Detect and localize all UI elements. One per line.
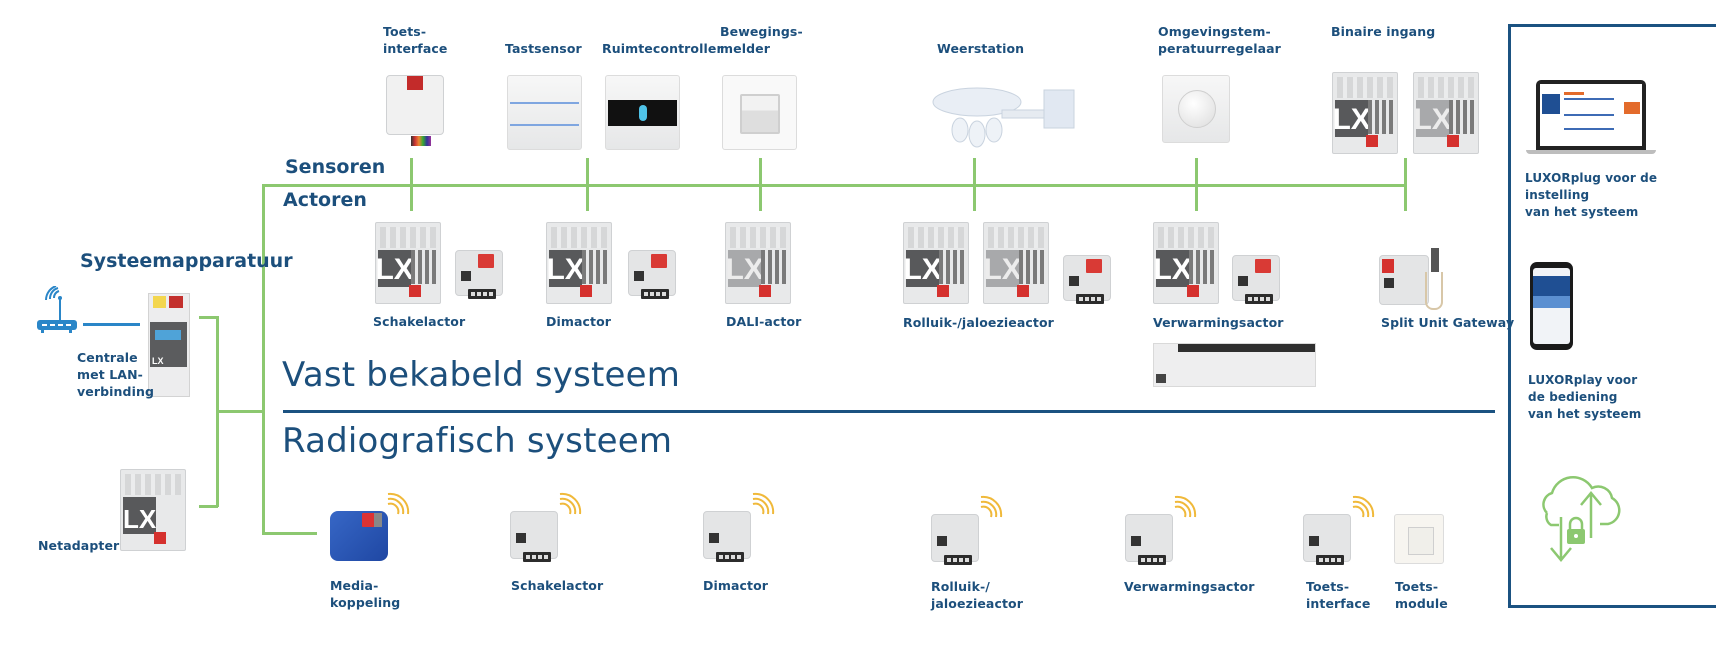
sensors-bus-label: Sensoren (285, 156, 386, 178)
main-trunk-vertical (262, 184, 265, 535)
actuator-blind-flush[interactable] (1063, 255, 1111, 304)
radio-device-label: Rolluik-/ jaloezieactor (931, 579, 1023, 611)
sensor-label: Weerstation (937, 41, 1025, 56)
radio-branch-horizontal (262, 532, 317, 535)
central-unit-device[interactable]: LX (148, 293, 190, 397)
radio-device-label: Toets- module (1395, 579, 1448, 611)
actuator-label: DALI-actor (726, 314, 802, 329)
sensor-motion-detector[interactable] (722, 75, 797, 150)
sensor-label: Ruimtecontroller (602, 41, 723, 56)
radio-wave-icon (559, 492, 582, 515)
actuator-heating-flush[interactable] (1232, 255, 1280, 304)
lan-cable-line (83, 323, 140, 326)
system-bracket-connector (216, 410, 264, 413)
actuator-switch-flush[interactable] (455, 250, 503, 299)
actuator-label: Rolluik-/jaloezieactor (903, 315, 1054, 330)
actuator-split-unit-gateway[interactable] (1379, 255, 1429, 305)
sensor-label: Omgevingstem- peratuurregelaar (1158, 24, 1281, 56)
drop-line (759, 158, 762, 211)
section-divider (283, 410, 1495, 413)
bus-line-horizontal (263, 184, 1407, 187)
split-unit-cable-loop (1425, 272, 1443, 310)
sensor-temperature-controller[interactable] (1162, 75, 1230, 143)
luxorplay-phone-image[interactable] (1530, 262, 1573, 350)
drop-line (1195, 158, 1198, 211)
radio-device-label: Media- koppeling (330, 578, 401, 610)
cloud-secure-sync-icon (1542, 476, 1621, 562)
drop-line (1404, 158, 1407, 211)
sensor-label: Bewegings- melder (720, 24, 803, 56)
sensor-button-interface[interactable] (386, 75, 444, 146)
actuator-label: Dimactor (546, 314, 612, 329)
radio-button-interface[interactable] (1303, 514, 1351, 565)
actuator-switch-din[interactable]: LX (375, 222, 441, 304)
software-panel (1508, 24, 1716, 608)
radio-switch-actuator[interactable] (510, 511, 558, 562)
radio-device-label: Dimactor (703, 578, 769, 593)
power-adapter-label: Netadapter (38, 538, 120, 553)
radio-wave-icon (1174, 495, 1197, 518)
system-equipment-title: Systeemapparatuur (80, 250, 293, 272)
split-unit-cable (1431, 248, 1439, 272)
sensor-binary-input-2[interactable]: LX (1413, 72, 1479, 154)
radio-button-module[interactable] (1394, 514, 1444, 564)
drop-line (973, 158, 976, 211)
actuators-bus-label: Actoren (283, 189, 367, 211)
sensor-label: Tastsensor (505, 41, 582, 56)
actuator-dimmer-flush[interactable] (628, 250, 676, 299)
radio-blind-actuator[interactable] (931, 514, 979, 565)
luxorplug-label: LUXORplug voor de instelling van het sys… (1525, 171, 1658, 219)
sensor-label: Toets- interface (383, 24, 448, 56)
radio-wave-icon (1352, 495, 1375, 518)
radio-heating-actuator[interactable] (1125, 514, 1173, 565)
radio-wave-icon (752, 492, 775, 515)
actuator-dimmer-din[interactable]: LX (546, 222, 612, 304)
sensor-push-button[interactable] (507, 75, 582, 150)
actuator-heating-strip[interactable] (1153, 343, 1316, 387)
sensor-room-controller[interactable] (605, 75, 680, 150)
actuator-blind-din[interactable]: LX (903, 222, 969, 304)
actuator-label: Verwarmingsactor (1153, 315, 1284, 330)
radio-device-label: Verwarmingsactor (1124, 579, 1255, 594)
actuator-dali-din[interactable]: LX (725, 222, 791, 304)
central-unit-label: Centrale met LAN- verbinding (77, 350, 155, 399)
drop-line (586, 158, 589, 211)
wired-system-title: Vast bekabeld systeem (282, 355, 681, 395)
actuator-label: Schakelactor (373, 314, 466, 329)
radio-system-title: Radiografisch systeem (282, 421, 673, 461)
sensor-weather-station[interactable] (932, 80, 1082, 150)
actuator-blind-din-2[interactable]: LX (983, 222, 1049, 304)
radio-wave-icon (980, 495, 1003, 518)
radio-dimmer-actuator[interactable] (703, 511, 751, 562)
router-wifi-icon (37, 286, 77, 333)
system-bracket-top (199, 316, 218, 319)
actuator-label: Split Unit Gateway (1381, 315, 1515, 330)
radio-wave-icon (387, 492, 410, 515)
drop-line (410, 158, 413, 211)
luxorplay-label: LUXORplay voor de bediening van het syst… (1528, 373, 1642, 421)
power-adapter-device[interactable]: LX (120, 469, 186, 551)
radio-media-coupling[interactable] (330, 511, 388, 561)
actuator-heating-din[interactable]: LX (1153, 222, 1219, 304)
radio-device-label: Toets- interface (1306, 579, 1371, 611)
radio-device-label: Schakelactor (511, 578, 604, 593)
sensor-label: Binaire ingang (1331, 24, 1436, 39)
system-bracket-bottom (199, 505, 218, 508)
luxorplug-laptop-image[interactable] (1526, 80, 1656, 156)
sensor-binary-input[interactable]: LX (1332, 72, 1398, 154)
